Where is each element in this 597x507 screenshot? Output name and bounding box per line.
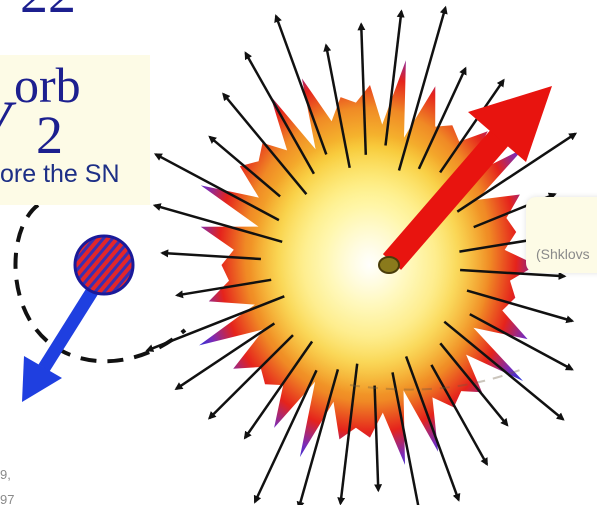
ejecta-arrow bbox=[207, 334, 294, 420]
citation-line-1: 9, bbox=[0, 467, 11, 482]
companion-velocity-arrow-head bbox=[22, 356, 62, 402]
ejecta-arrow bbox=[222, 92, 308, 195]
ejecta-arrow bbox=[152, 203, 283, 244]
ejecta-arrow bbox=[460, 268, 567, 280]
ejecta-arrow bbox=[466, 289, 575, 324]
ejecta-arrow bbox=[417, 66, 467, 170]
citation-line-2: 97 bbox=[0, 492, 15, 507]
ejecta-arrow bbox=[323, 43, 351, 169]
ejecta-arrow bbox=[208, 135, 281, 198]
ejecta-arrow bbox=[439, 78, 505, 174]
ejecta-arrow bbox=[373, 385, 383, 493]
ejecta-arrow bbox=[397, 5, 448, 171]
ejecta-arrow bbox=[456, 132, 578, 213]
ejecta-arrow bbox=[174, 322, 276, 391]
ejecta-arrow bbox=[175, 278, 272, 299]
ejecta-arrow bbox=[384, 9, 405, 146]
velocity-base-letter: V bbox=[0, 92, 11, 152]
velocity-denominator: 2 bbox=[36, 105, 63, 165]
kick-velocity-arrow-shaft bbox=[382, 120, 518, 270]
reference-text: (Shklovs bbox=[536, 246, 590, 262]
ejecta-arrow bbox=[357, 22, 368, 155]
velocity-superscript: orb bbox=[14, 57, 81, 113]
ejecta-arrow bbox=[404, 355, 461, 502]
ejecta-arrow bbox=[160, 249, 261, 261]
ejecta-arrows bbox=[145, 5, 579, 505]
neutron-star bbox=[378, 256, 400, 274]
ejecta-arrow bbox=[469, 313, 574, 371]
ejecta-arrow bbox=[243, 340, 314, 440]
companion-velocity-arrow-shaft bbox=[38, 278, 104, 372]
top-fragment-text: 22 bbox=[20, 0, 76, 22]
kick-velocity-arrow-head bbox=[468, 86, 552, 162]
caption-text: ore the SN bbox=[0, 160, 120, 188]
ejecta-arrow bbox=[391, 372, 420, 505]
ejecta-arrow bbox=[430, 364, 488, 467]
orbit-path-lower bbox=[349, 369, 521, 391]
ejecta-arrow bbox=[337, 363, 359, 505]
ejecta-arrow bbox=[439, 342, 509, 427]
ejecta-arrow bbox=[443, 320, 565, 421]
ejecta-arrow bbox=[274, 14, 328, 155]
ejecta-arrow bbox=[253, 369, 318, 504]
ejecta-arrow bbox=[244, 51, 315, 175]
velocity-label-box bbox=[0, 55, 150, 205]
ejecta-arrow bbox=[153, 153, 280, 222]
ejecta-arrow bbox=[296, 369, 340, 505]
reference-box: (Shklovs bbox=[526, 197, 597, 273]
companion-star bbox=[73, 234, 135, 296]
